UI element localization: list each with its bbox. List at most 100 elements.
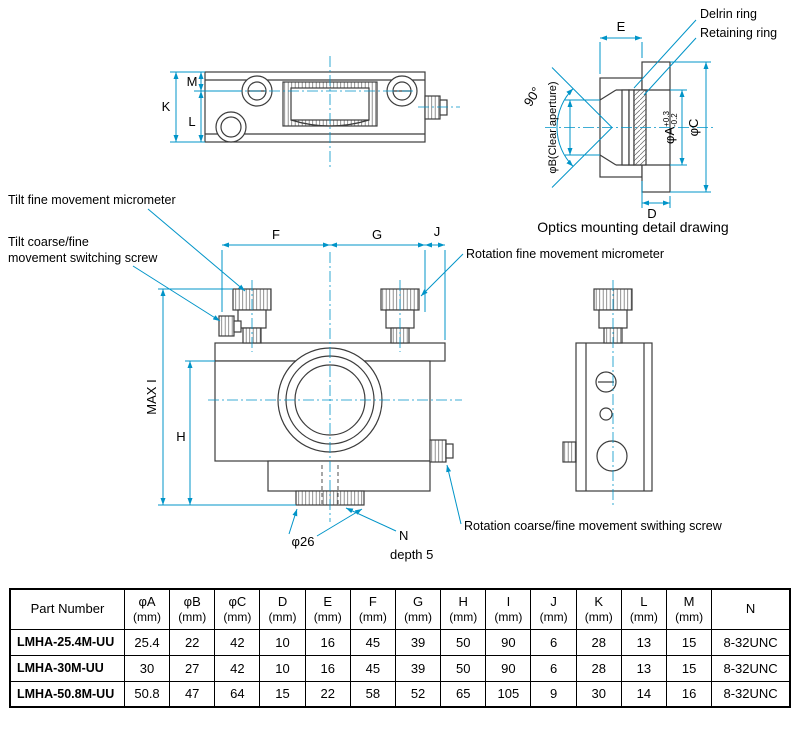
- value-cell: 39: [394, 654, 442, 682]
- part-number-cell: LMHA-50.8M-UU: [9, 680, 125, 708]
- col-header-i: I(mm): [485, 588, 532, 630]
- table-row: LMHA-30M-UU 30 27 42 10 16 45 39 50 90 6…: [9, 654, 791, 682]
- dim-label-d: D: [647, 206, 656, 221]
- value-cell: 30: [575, 680, 622, 708]
- col-header-n: N: [711, 588, 791, 630]
- dim-label-g: G: [372, 227, 382, 242]
- detail-flange: [641, 61, 671, 193]
- value-cell: 50: [440, 654, 487, 682]
- dim-label-phi-b: φB(Clear aperture): [547, 81, 559, 173]
- top-view-dimensions: K M L: [162, 71, 242, 143]
- rotation-micrometer: [380, 288, 420, 344]
- value-cell: 16: [304, 654, 351, 682]
- rotation-switch-screw: [429, 439, 454, 463]
- col-header-k: K(mm): [575, 588, 622, 630]
- dim-label-max-i: MAX I: [144, 379, 159, 414]
- value-cell: 28: [575, 628, 622, 656]
- value-cell: 45: [349, 628, 396, 656]
- detail-dim-e: E: [599, 19, 643, 74]
- value-cell: 14: [620, 680, 668, 708]
- value-cell: 45: [349, 654, 396, 682]
- col-header-phi-c: φC(mm): [214, 588, 261, 630]
- dim-label-h: H: [176, 429, 185, 444]
- optics-detail-view: 90° φB(Clear aperture) φA+0.3-0.2 φC: [521, 7, 778, 235]
- value-cell: 65: [440, 680, 487, 708]
- retaining-ring-label: Retaining ring: [700, 26, 777, 40]
- part-number-cell: LMHA-30M-UU: [9, 654, 125, 682]
- front-lower-block: [267, 460, 431, 492]
- value-cell: 105: [485, 680, 532, 708]
- dim-label-l: L: [188, 114, 195, 129]
- col-header-l: L(mm): [620, 588, 668, 630]
- value-cell: 90: [485, 654, 532, 682]
- value-cell: 15: [665, 628, 713, 656]
- side-small-hole: [599, 407, 613, 421]
- value-cell: 47: [169, 680, 216, 708]
- detail-dim-phi-b: φB(Clear aperture): [547, 81, 600, 174]
- dim-label-n: N: [399, 528, 408, 543]
- tilt-fine-label: Tilt fine movement micrometer: [8, 193, 176, 207]
- detail-dim-d: D: [641, 181, 671, 221]
- dim-label-phi-26: φ26: [292, 534, 315, 549]
- side-micrometer: [593, 288, 633, 344]
- value-cell: 9: [530, 680, 577, 708]
- value-cell: 16: [665, 680, 713, 708]
- col-header-part-number: Part Number: [9, 588, 125, 630]
- col-header-g: G(mm): [394, 588, 442, 630]
- detail-dim-phi-c: φC: [670, 61, 711, 193]
- delrin-ring-label: Delrin ring: [700, 7, 757, 21]
- front-dims-top: F G J: [221, 224, 446, 340]
- value-cell: 10: [259, 654, 306, 682]
- side-large-bore: [596, 440, 628, 472]
- tilt-micrometer: [232, 288, 272, 344]
- value-cell: 13: [620, 628, 668, 656]
- front-dims-bottom: φ26 N depth 5: [288, 507, 433, 562]
- col-header-f: F(mm): [349, 588, 396, 630]
- value-cell: 16: [304, 628, 351, 656]
- dim-label-90deg: 90°: [521, 84, 544, 109]
- value-cell: 15: [665, 654, 713, 682]
- tilt-switch-screw: [218, 315, 242, 337]
- front-dims-left: MAX I H: [144, 288, 296, 506]
- value-cell: 52: [394, 680, 442, 708]
- value-cell: 13: [620, 654, 668, 682]
- value-cell: 22: [304, 680, 351, 708]
- dim-label-e: E: [617, 19, 626, 34]
- value-cell: 25.4: [123, 628, 171, 656]
- side-view: [562, 280, 653, 508]
- table-row: LMHA-25.4M-UU 25.4 22 42 10 16 45 39 50 …: [9, 628, 791, 656]
- spec-table: Part Number φA(mm) φB(mm) φC(mm) D(mm) E…: [9, 588, 791, 708]
- table-header-row: Part Number φA(mm) φB(mm) φC(mm) D(mm) E…: [9, 588, 791, 630]
- dim-label-depth: depth 5: [390, 547, 433, 562]
- col-header-h: H(mm): [440, 588, 487, 630]
- dim-label-phi-c: φC: [686, 119, 701, 137]
- dim-label-phi-a: φA+0.3-0.2: [662, 111, 679, 144]
- top-view-side-knob: [424, 95, 441, 120]
- value-cell: 27: [169, 654, 216, 682]
- dim-label-m: M: [187, 74, 198, 89]
- value-cell: 64: [214, 680, 261, 708]
- value-cell: 22: [169, 628, 216, 656]
- value-cell: 28: [575, 654, 622, 682]
- value-cell: 6: [530, 628, 577, 656]
- col-header-d: D(mm): [259, 588, 306, 630]
- value-cell: 90: [485, 628, 532, 656]
- value-cell: 39: [394, 628, 442, 656]
- value-cell: 42: [214, 628, 261, 656]
- front-view: F G J MAX I H φ26 N depth 5 Tilt fine mo…: [8, 193, 723, 562]
- dim-label-k: K: [162, 99, 171, 114]
- value-cell: 15: [259, 680, 306, 708]
- value-cell: 30: [123, 654, 171, 682]
- col-header-e: E(mm): [304, 588, 351, 630]
- retaining-ring-leader: [643, 37, 697, 96]
- value-cell: 8-32UNC: [711, 628, 791, 656]
- detail-caption: Optics mounting detail drawing: [537, 219, 728, 235]
- delrin-ring-leader: [633, 19, 697, 89]
- rotation-switch-label: Rotation coarse/fine movement swithing s…: [464, 519, 723, 533]
- table-row: LMHA-50.8M-UU 50.8 47 64 15 22 58 52 65 …: [9, 680, 791, 708]
- part-number-cell: LMHA-25.4M-UU: [9, 628, 125, 656]
- value-cell: 8-32UNC: [711, 680, 791, 708]
- value-cell: 42: [214, 654, 261, 682]
- front-callouts: Tilt fine movement micrometer Tilt coars…: [8, 193, 723, 533]
